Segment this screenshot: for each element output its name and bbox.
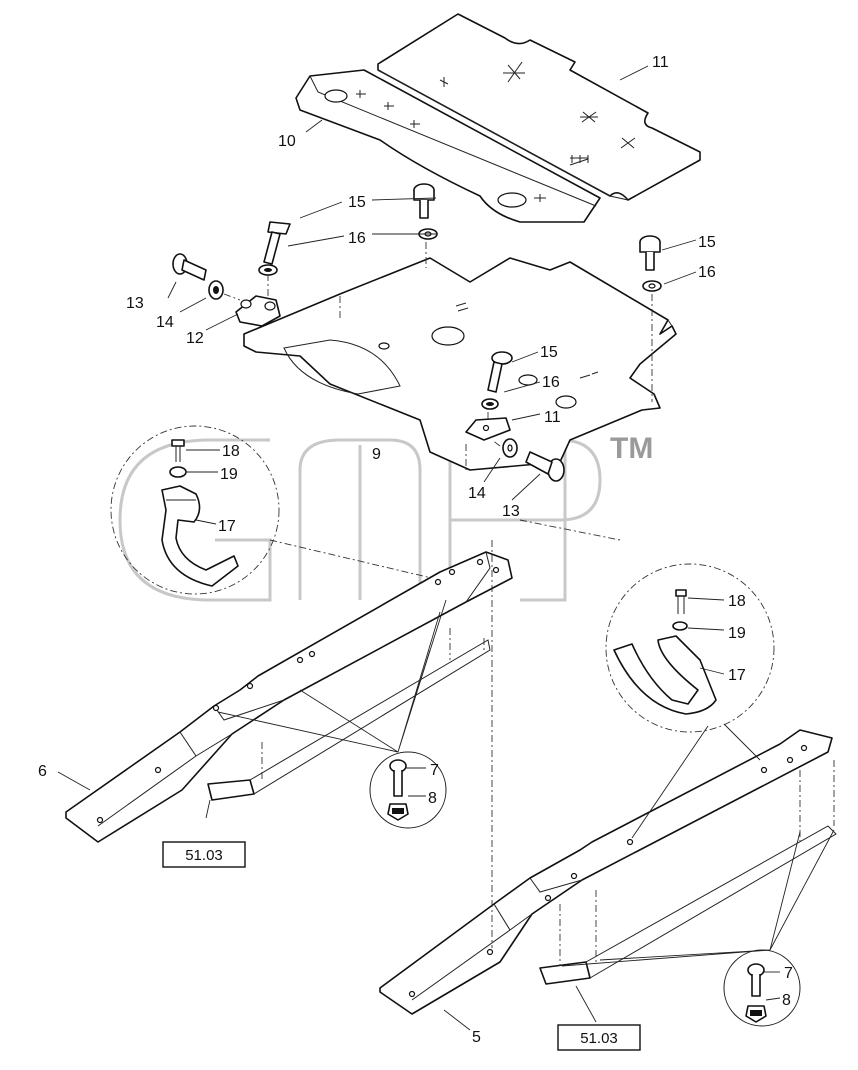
label-14-right: 14 (468, 485, 486, 502)
part-6-frame-rail-left (65, 551, 513, 843)
part-15-bolt-b (258, 221, 291, 276)
label-13-right: 13 (502, 503, 520, 520)
label-13-left: 13 (126, 295, 144, 312)
label-17-right: 17 (728, 667, 746, 684)
label-15-a: 15 (348, 194, 366, 211)
label-7-right: 7 (784, 965, 793, 982)
label-11-lower: 11 (544, 409, 561, 426)
leader-lines (57, 65, 835, 1031)
part-12-hinge-bracket (235, 295, 281, 327)
assembly-center-lines-top (223, 242, 653, 581)
label-16-a: 16 (348, 230, 366, 247)
detail-circle-bolt-left (369, 751, 447, 829)
trademark-symbol: TM (610, 432, 653, 465)
detail-circle-bolt-right (723, 949, 801, 1027)
part-13-bolt-right (502, 438, 565, 482)
part-10-mat (295, 69, 601, 223)
label-5: 5 (472, 1029, 481, 1046)
label-7-left: 7 (430, 762, 439, 779)
label-17-left: 17 (218, 518, 236, 535)
reference-label-right: 51.03 (580, 1030, 618, 1047)
part-11-cover-plate (377, 13, 701, 201)
reference-box-right[interactable]: 51.03 (557, 1024, 641, 1051)
label-18-right: 18 (728, 593, 746, 610)
part-number-labels: 11 10 15 16 15 16 13 14 12 15 16 11 9 14… (38, 54, 793, 1046)
label-15-c: 15 (540, 344, 558, 361)
label-10: 10 (278, 133, 296, 150)
reference-box-left[interactable]: 51.03 (162, 841, 246, 868)
part-9-platform-plate (243, 257, 677, 471)
label-19-left: 19 (220, 466, 238, 483)
part-11-hinge-bracket-lower (465, 417, 511, 441)
label-15-b: 15 (698, 234, 716, 251)
part-5-frame-rail-right (379, 729, 833, 1015)
part-5-bracket-block (491, 540, 837, 985)
detail-circle-right (605, 563, 775, 733)
part-15-bolt-a (413, 183, 438, 240)
label-18-left: 18 (222, 443, 240, 460)
label-12: 12 (186, 330, 204, 347)
label-14-left: 14 (156, 314, 174, 331)
detail-circle-left (110, 425, 280, 595)
label-8-left: 8 (428, 790, 437, 807)
part-13-bolt-left (172, 253, 224, 300)
part-15-bolt-d (481, 351, 513, 410)
label-16-c: 16 (542, 374, 560, 391)
label-6: 6 (38, 763, 47, 780)
label-11-top: 11 (652, 54, 669, 71)
label-16-b: 16 (698, 264, 716, 281)
label-19-right: 19 (728, 625, 746, 642)
part-15-bolt-c (639, 235, 662, 292)
label-9: 9 (372, 446, 381, 463)
part-6-bracket-block (207, 628, 491, 801)
label-8-right: 8 (782, 992, 791, 1009)
reference-label-left: 51.03 (185, 847, 223, 864)
